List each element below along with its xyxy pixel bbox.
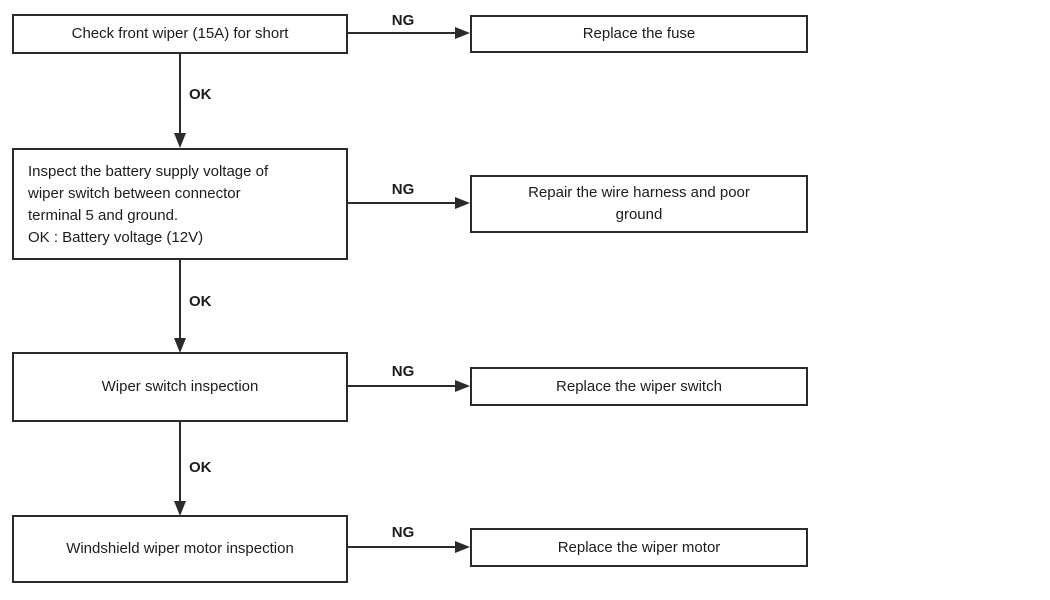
ok-label-1: OK <box>189 86 212 103</box>
ng-label-2: NG <box>391 181 415 198</box>
connector-ng-line-4 <box>348 546 455 548</box>
ok-label-2: OK <box>189 293 212 310</box>
arrow-down-icon-1 <box>174 133 186 148</box>
remedy-box-replace-fuse: Replace the fuse <box>470 15 808 53</box>
arrow-down-icon-3 <box>174 501 186 516</box>
connector-ok-line-2 <box>179 260 181 339</box>
arrow-right-icon-3 <box>455 380 470 392</box>
arrow-right-icon-4 <box>455 541 470 553</box>
connector-ng-line-2 <box>348 202 455 204</box>
step-box-battery-voltage: Inspect the battery supply voltage of wi… <box>12 148 348 260</box>
connector-ng-line-3 <box>348 385 455 387</box>
arrow-right-icon-1 <box>455 27 470 39</box>
connector-ng-line-1 <box>348 32 455 34</box>
ok-label-3: OK <box>189 459 212 476</box>
ng-label-4: NG <box>391 524 415 541</box>
arrow-right-icon-2 <box>455 197 470 209</box>
step-box-check-fuse: Check front wiper (15A) for short <box>12 14 348 54</box>
connector-ok-line-1 <box>179 54 181 134</box>
remedy-box-repair-harness: Repair the wire harness and poor ground <box>470 175 808 233</box>
remedy-box-replace-switch: Replace the wiper switch <box>470 367 808 406</box>
remedy-box-replace-motor: Replace the wiper motor <box>470 528 808 567</box>
step-box-wiper-motor: Windshield wiper motor inspection <box>12 515 348 583</box>
arrow-down-icon-2 <box>174 338 186 353</box>
connector-ok-line-3 <box>179 422 181 502</box>
ng-label-1: NG <box>391 12 415 29</box>
step-box-wiper-switch: Wiper switch inspection <box>12 352 348 422</box>
ng-label-3: NG <box>391 363 415 380</box>
